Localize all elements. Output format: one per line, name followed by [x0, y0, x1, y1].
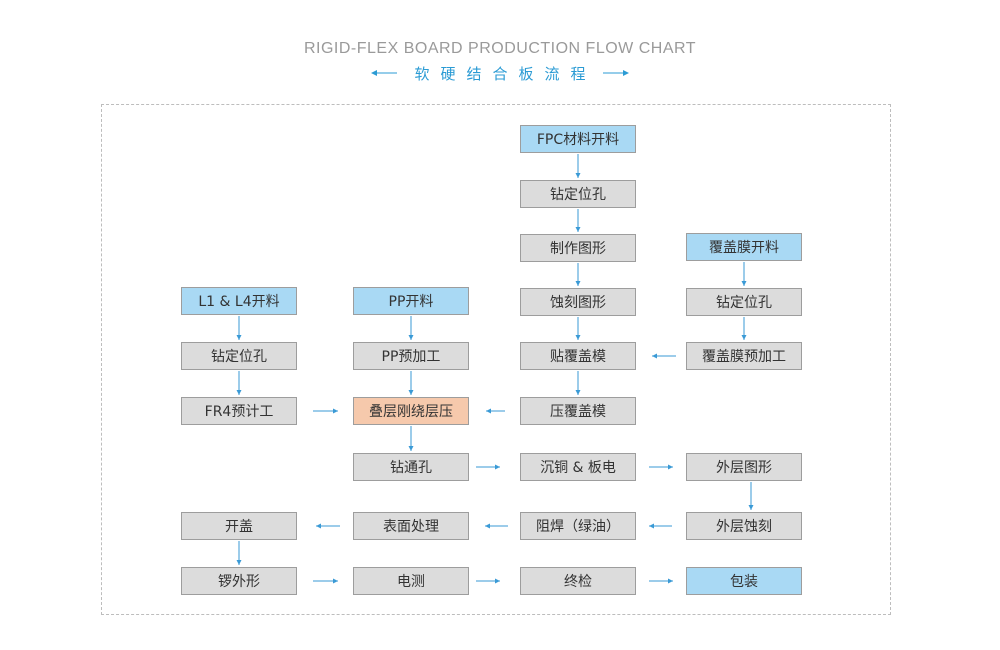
node-outer-etch: 外层蚀刻 — [686, 512, 802, 540]
node-open-cover: 开盖 — [181, 512, 297, 540]
left-arrow-icon — [371, 70, 398, 76]
node-fpc-pattern: 制作图形 — [520, 234, 636, 262]
node-coverlay-press: 压覆盖模 — [520, 397, 636, 425]
node-fr4-preprocess: FR4预计工 — [181, 397, 297, 425]
node-pp-cut: PP开料 — [353, 287, 469, 315]
node-l1-l4-drill: 钻定位孔 — [181, 342, 297, 370]
node-electrical-test: 电测 — [353, 567, 469, 595]
chart-title-en: RIGID-FLEX BOARD PRODUCTION FLOW CHART — [303, 40, 697, 57]
node-coverlay-drill: 钻定位孔 — [686, 288, 802, 316]
node-surface-finish: 表面处理 — [353, 512, 469, 540]
node-fpc-etch: 蚀刻图形 — [520, 288, 636, 316]
node-coverlay-preprocess: 覆盖膜预加工 — [686, 342, 802, 370]
node-lamination: 叠层刚绕层压 — [353, 397, 469, 425]
node-pp-preprocess: PP预加工 — [353, 342, 469, 370]
node-fpc-drill: 钻定位孔 — [520, 180, 636, 208]
node-outer-pattern: 外层图形 — [686, 453, 802, 481]
node-coverlay-attach: 贴覆盖模 — [520, 342, 636, 370]
node-drill-via: 钻通孔 — [353, 453, 469, 481]
node-plating: 沉铜 & 板电 — [520, 453, 636, 481]
node-l1-l4-cut: L1 & L4开料 — [181, 287, 297, 315]
chart-title-cn-row: 软硬结合板流程 — [0, 63, 1000, 83]
diagram-frame — [101, 104, 891, 615]
node-solder-mask: 阻焊（绿油） — [520, 512, 636, 540]
node-coverlay-cut: 覆盖膜开料 — [686, 233, 802, 261]
node-routing: 锣外形 — [181, 567, 297, 595]
chart-title-cn: 软硬结合板流程 — [414, 64, 597, 83]
node-fpc-cut: FPC材料开料 — [520, 125, 636, 153]
right-arrow-icon — [602, 70, 629, 76]
node-packing: 包装 — [686, 567, 802, 595]
node-final-inspection: 终检 — [520, 567, 636, 595]
